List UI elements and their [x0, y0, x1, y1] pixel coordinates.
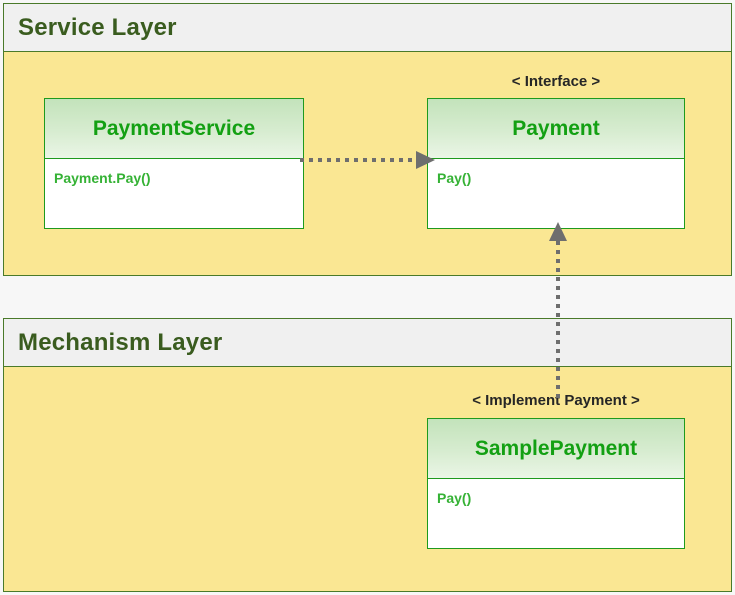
layer-service-title: Service Layer	[18, 13, 177, 41]
uml-class-samplepayment-name: SamplePayment	[474, 436, 638, 460]
uml-class-samplepayment-titlebar: SamplePayment	[428, 419, 684, 479]
uml-class-samplepayment[interactable]: SamplePayment Pay()	[427, 418, 685, 549]
uml-member-samplepayment-pay: Pay()	[437, 490, 472, 506]
uml-class-paymentservice[interactable]: PaymentService Payment.Pay()	[44, 98, 304, 229]
uml-class-paymentservice-name: PaymentService	[92, 116, 256, 140]
uml-class-payment-body: Pay()	[428, 159, 684, 228]
uml-class-samplepayment-body: Pay()	[428, 479, 684, 548]
layer-service-header: Service Layer	[4, 4, 731, 52]
uml-class-payment-name: Payment	[512, 116, 600, 140]
uml-member-payment-pay: Payment.Pay()	[54, 170, 151, 186]
uml-class-payment-titlebar: Payment	[428, 99, 684, 159]
uml-class-payment[interactable]: Payment Pay()	[427, 98, 685, 229]
stereotype-label-payment: < Interface >	[511, 73, 601, 90]
uml-member-payment-pay-interface: Pay()	[437, 170, 472, 186]
uml-class-paymentservice-titlebar: PaymentService	[45, 99, 303, 159]
uml-class-paymentservice-body: Payment.Pay()	[45, 159, 303, 228]
layer-mechanism-header: Mechanism Layer	[4, 319, 731, 367]
layer-mechanism-title: Mechanism Layer	[18, 328, 223, 356]
stereotype-label-samplepayment: < Implement Payment >	[472, 392, 640, 409]
